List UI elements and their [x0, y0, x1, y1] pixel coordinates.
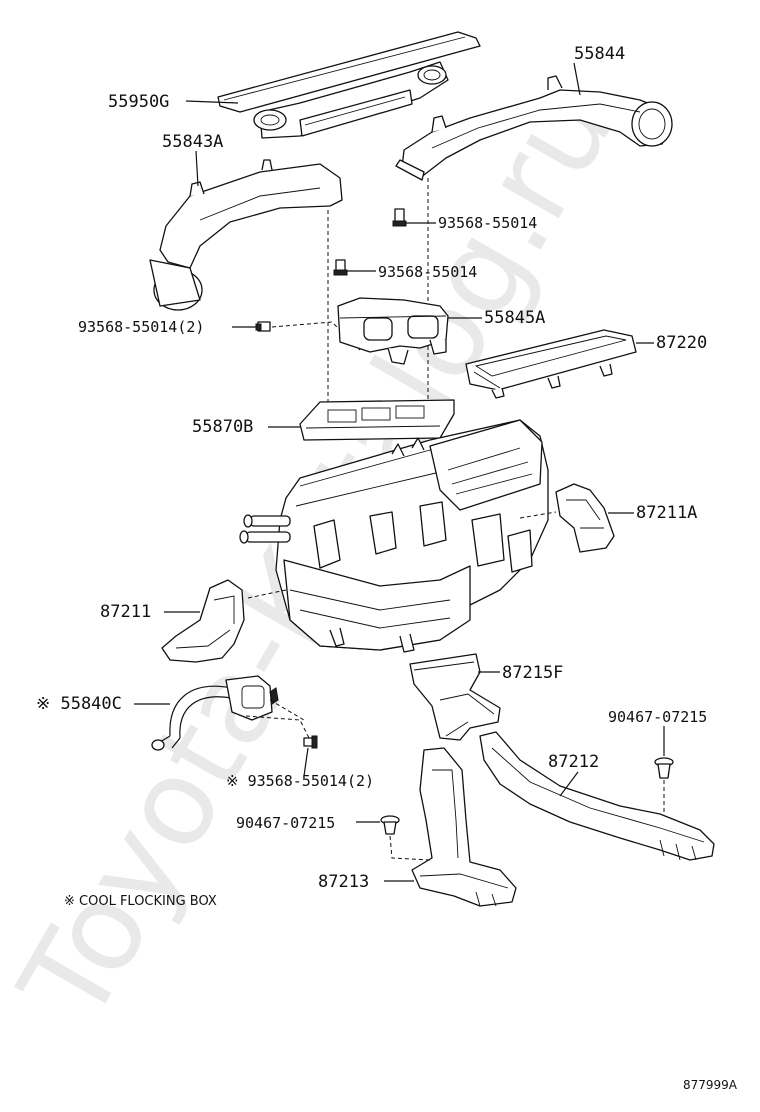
part-55870b-drawing[interactable]: [299, 399, 455, 441]
clip-90467-b-icon[interactable]: [380, 815, 400, 835]
label-87213: 87213: [318, 872, 369, 892]
clip-90467-a-icon[interactable]: [654, 757, 674, 779]
part-87215f-drawing[interactable]: [409, 653, 501, 741]
part-55840c-drawing[interactable]: [151, 675, 279, 751]
label-93568-d: ※ 93568-55014(2): [226, 772, 374, 790]
screw-93568-c-icon[interactable]: [255, 321, 271, 332]
label-55840c: ※ 55840C: [36, 694, 122, 714]
screw-93568-a-icon[interactable]: [392, 208, 407, 227]
label-55950g: 55950G: [108, 92, 169, 112]
label-90467-a: 90467-07215: [608, 708, 707, 726]
part-55950g-drawing[interactable]: [217, 31, 481, 139]
label-93568-a: 93568-55014: [438, 214, 537, 232]
footnote-cool-flocking-box: ※ COOL FLOCKING BOX: [64, 894, 217, 909]
label-87220: 87220: [656, 333, 707, 353]
label-93568-c: 93568-55014(2): [78, 318, 204, 336]
hvac-unit-drawing: [239, 419, 549, 653]
label-55844: 55844: [574, 44, 625, 64]
part-87212-drawing[interactable]: [479, 731, 715, 861]
label-55843a: 55843A: [162, 132, 223, 152]
part-87213-drawing[interactable]: [411, 747, 517, 907]
label-87212: 87212: [548, 752, 599, 772]
part-55844-drawing[interactable]: [395, 75, 673, 181]
part-87211a-drawing[interactable]: [555, 483, 615, 553]
label-87211: 87211: [100, 602, 151, 622]
screw-93568-b-icon[interactable]: [333, 259, 348, 276]
part-55845a-drawing[interactable]: [337, 297, 449, 365]
part-55843a-drawing[interactable]: [149, 159, 343, 311]
label-87215f: 87215F: [502, 663, 563, 683]
figure-code: 877999A: [683, 1078, 738, 1092]
label-87211a: 87211A: [636, 503, 697, 523]
label-90467-b: 90467-07215: [236, 814, 335, 832]
screw-93568-d-icon[interactable]: [303, 735, 318, 749]
label-55870b: 55870B: [192, 417, 253, 437]
label-55845a: 55845A: [484, 308, 545, 328]
part-87220-drawing[interactable]: [465, 329, 637, 399]
part-87211-drawing[interactable]: [161, 579, 245, 663]
